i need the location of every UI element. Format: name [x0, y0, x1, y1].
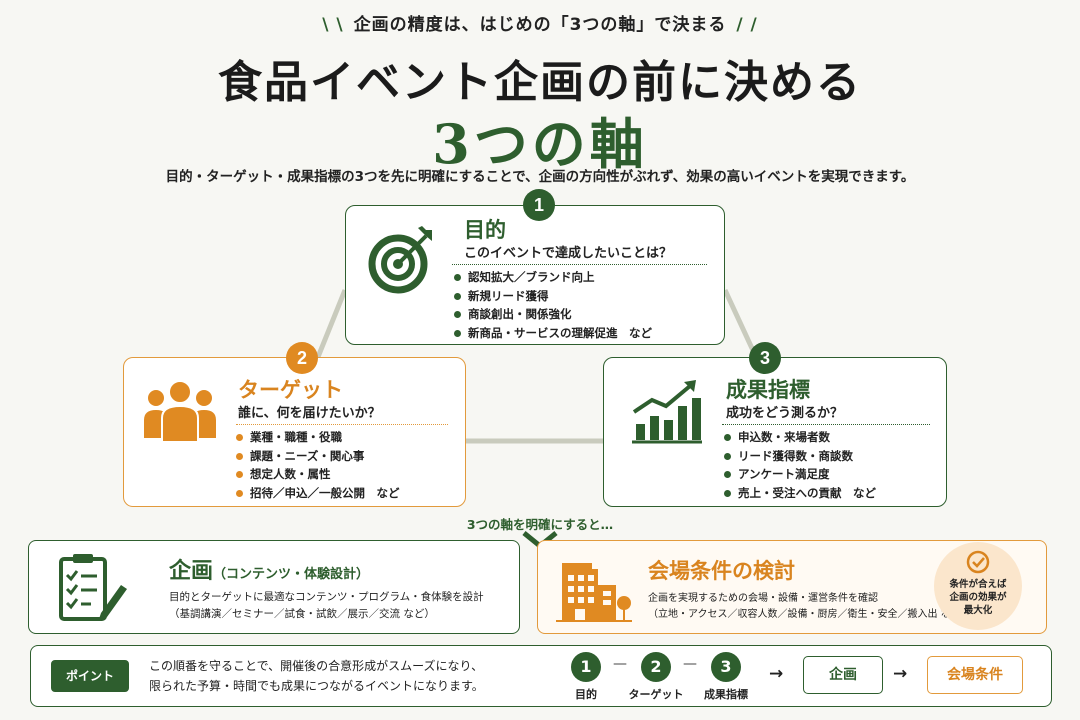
point-text: この順番を守ることで、開催後の合意形成がスムーズになり、 限られた予算・時間でも…	[149, 656, 484, 696]
effect-line-2: 企画の効果が	[949, 592, 1007, 603]
axis-card-target: ターゲット 誰に、何を届けたいか？ 業種・職種・役職 課題・ニーズ・関心事 想定…	[123, 357, 466, 507]
point-text-line1: この順番を守ることで、開催後の合意形成がスムーズになり、	[149, 659, 484, 673]
axis-question-purpose: このイベントで達成したいことは？	[464, 246, 673, 261]
axis-card-kpi: 成果指標 成功をどう測るか？ 申込数・来場者数 リード獲得数・商談数 アンケート…	[603, 357, 947, 507]
step-label-1: 目的	[575, 688, 597, 701]
left-slash-decoration: \ \	[322, 15, 344, 35]
step-label-2: ターゲット	[628, 688, 684, 701]
axis-question-target: 誰に、何を届けたいか？	[238, 406, 381, 421]
effect-text: 条件が合えば 企画の効果が 最大化	[934, 578, 1022, 617]
effect-line-3: 最大化	[963, 605, 993, 616]
outcome-desc-planning-line2: （基調講演／セミナー／試食・試飲／展示／交流 など）	[169, 608, 435, 620]
target-icon	[368, 226, 432, 294]
step-circle-3: 3	[711, 652, 741, 682]
eyebrow-text: 企画の精度は、はじめの「3つの軸」で決まる	[353, 15, 727, 35]
point-tag: ポイント	[51, 660, 129, 692]
point-text-line2: 限られた予算・時間でも成果につながるイベントになります。	[149, 679, 484, 693]
axis-card-purpose: 目的 このイベントで達成したいことは？ 認知拡大／ブランド向上 新規リード獲得 …	[345, 205, 725, 345]
step-circle-1: 1	[571, 652, 601, 682]
right-slash-decoration: / /	[736, 15, 758, 35]
connector-1-3	[722, 288, 759, 359]
list-item: 業種・職種・役職	[236, 428, 400, 447]
eyebrow-heading: \ \ 企画の精度は、はじめの「3つの軸」で決まる / /	[0, 10, 1080, 35]
axis-badge-3: 3	[749, 342, 781, 374]
page-title: 食品イベント企画の前に決める	[218, 57, 862, 108]
axis-badge-1: 1	[523, 189, 555, 221]
outcome-desc-venue: 企画を実現するための会場・設備・運営条件を確認 （立地・アクセス／収容人数／設備…	[648, 591, 971, 623]
list-item: 新商品・サービスの理解促進 など	[454, 324, 652, 343]
list-item: 課題・ニーズ・関心事	[236, 447, 400, 466]
flow-arrow-icon: →	[893, 664, 908, 684]
outcome-title-venue: 会場条件の検討	[648, 558, 795, 583]
point-bar: ポイント この順番を守ることで、開催後の合意形成がスムーズになり、 限られた予算…	[30, 645, 1052, 707]
outcome-desc-planning: 目的とターゲットに最適なコンテンツ・プログラム・食体験を設計 （基調講演／セミナ…	[169, 589, 484, 623]
outcome-desc-venue-line1: 企画を実現するための会場・設備・運営条件を確認	[648, 593, 878, 604]
list-item: 申込数・来場者数	[724, 428, 876, 447]
people-icon	[144, 380, 216, 443]
list-item: 売上・受注への貢献 など	[724, 484, 876, 503]
flow-arrow-icon: →	[769, 664, 784, 684]
outcome-desc-planning-line1: 目的とターゲットに最適なコンテンツ・プログラム・食体験を設計	[169, 591, 484, 603]
dotted-divider	[722, 424, 930, 425]
axis-items-kpi: 申込数・来場者数 リード獲得数・商談数 アンケート満足度 売上・受注への貢献 な…	[724, 428, 876, 502]
outcome-desc-venue-line2: （立地・アクセス／収容人数／設備・厨房／衛生・安全／搬入出 など）	[648, 609, 971, 620]
outcome-title-planning-suffix: （コンテンツ・体験設計）	[213, 567, 370, 582]
effect-badge: 条件が合えば 企画の効果が 最大化	[934, 542, 1022, 630]
list-item: 商談創出・関係強化	[454, 305, 652, 324]
step-dash: —	[613, 656, 627, 672]
list-item: リード獲得数・商談数	[724, 447, 876, 466]
axis-items-target: 業種・職種・役職 課題・ニーズ・関心事 想定人数・属性 招待／申込／一般公開 な…	[236, 428, 400, 502]
list-item: アンケート満足度	[724, 465, 876, 484]
outcome-card-planning: 企画（コンテンツ・体験設計） 目的とターゲットに最適なコンテンツ・プログラム・食…	[28, 540, 520, 634]
building-icon	[556, 563, 632, 622]
bar-chart-icon	[632, 380, 702, 444]
list-item: 想定人数・属性	[236, 465, 400, 484]
dotted-divider	[236, 424, 448, 425]
axis-title-kpi: 成果指標	[726, 377, 810, 402]
effect-line-1: 条件が合えば	[949, 579, 1007, 590]
flow-box-planning: 企画	[803, 656, 883, 694]
step-dash: —	[683, 656, 697, 672]
step-label-3: 成果指標	[704, 688, 748, 701]
outcome-title-planning-main: 企画	[169, 558, 214, 584]
checklist-icon	[59, 554, 127, 621]
lead-text: 目的・ターゲット・成果指標の3つを先に明確にすることで、企画の方向性がぶれず、効…	[165, 169, 915, 185]
list-item: 招待／申込／一般公開 など	[236, 484, 400, 503]
outcome-title-planning: 企画（コンテンツ・体験設計）	[169, 553, 369, 585]
list-item: 認知拡大／ブランド向上	[454, 268, 652, 287]
check-circle-icon	[966, 550, 990, 574]
axis-title-target: ターゲット	[238, 377, 343, 402]
axis-badge-2: 2	[286, 342, 318, 374]
dotted-divider	[452, 264, 707, 265]
axis-question-kpi: 成功をどう測るか？	[726, 406, 844, 421]
connector-1-2	[315, 289, 348, 358]
axis-items-purpose: 認知拡大／ブランド向上 新規リード獲得 商談創出・関係強化 新商品・サービスの理…	[454, 268, 652, 342]
flow-box-venue: 会場条件	[927, 656, 1023, 694]
axis-title-purpose: 目的	[464, 217, 506, 242]
list-item: 新規リード獲得	[454, 287, 652, 306]
step-circle-2: 2	[641, 652, 671, 682]
then-label: 3つの軸を明確にすると…	[466, 517, 614, 532]
page-title-emphasis: 3つの軸	[432, 112, 648, 176]
